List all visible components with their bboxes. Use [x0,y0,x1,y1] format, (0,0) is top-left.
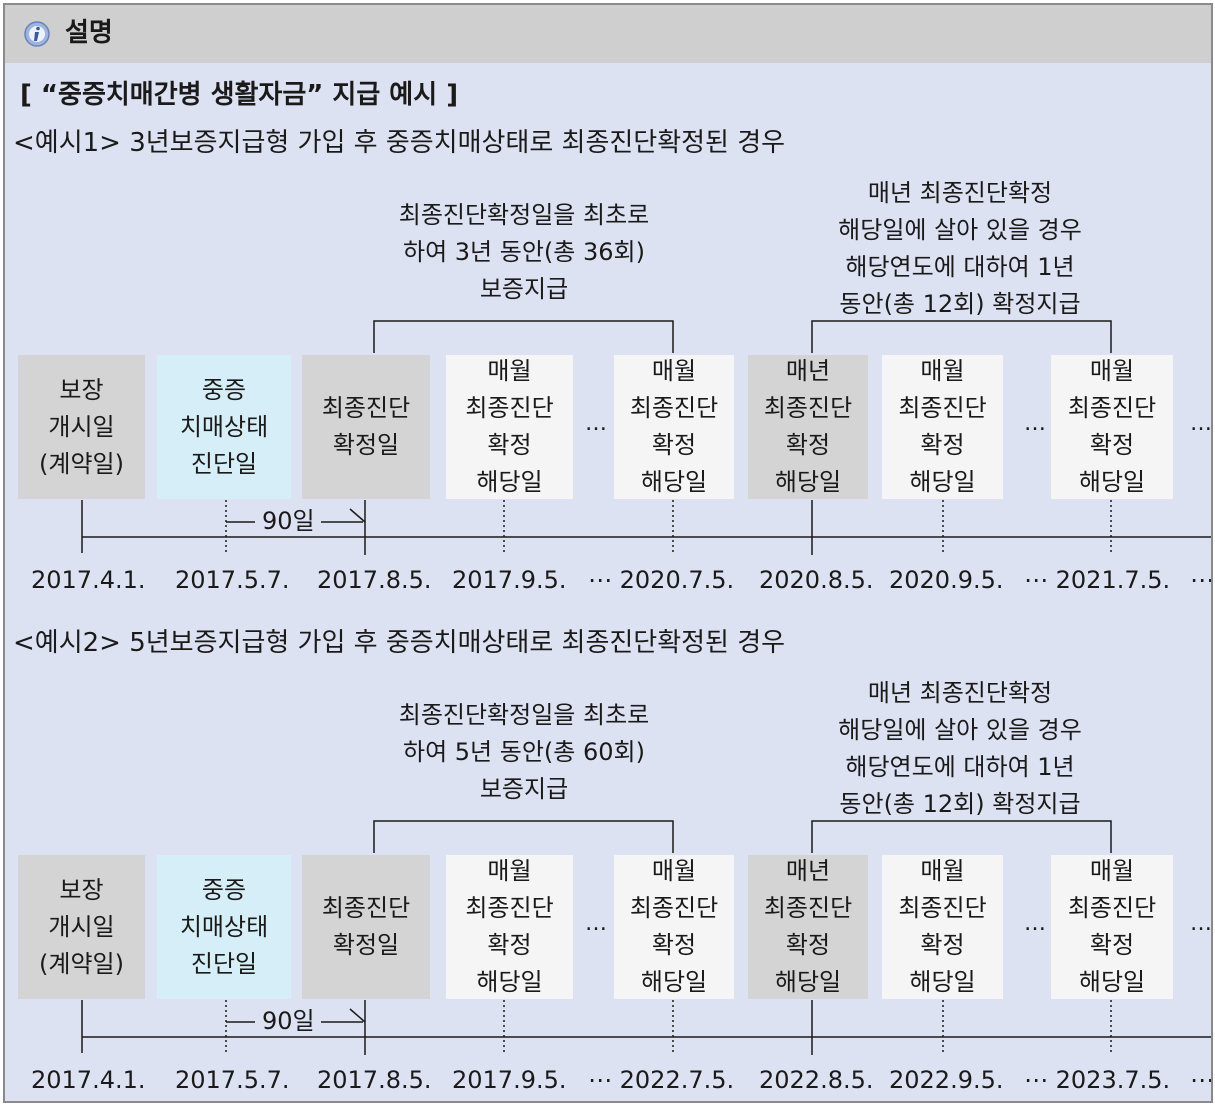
date-label: 2017.5.7. [175,566,290,594]
dementia-diagnosis-box: 중증 치매상태 진단일 [157,355,291,499]
date-label: ⋯ 2021.7.5. [1024,566,1171,594]
ellipsis: … [1024,911,1046,936]
date-label: ⋯ 2020.7.5. [588,566,735,594]
ellipsis: … [1190,911,1212,936]
monthly-date-box: 매월 최종진단 확정 해당일 [614,355,734,499]
date-label: 2017.5.7. [175,1066,290,1094]
date-label: 2020.8.5. [759,566,874,594]
date-label: ⋯ [1190,566,1213,594]
final-diagnosis-box: 최종진단 확정일 [302,355,430,499]
monthly-date-box: 매월 최종진단 확정 해당일 [1051,355,1173,499]
coverage-start-box: 보장 개시일 (계약일) [18,855,145,999]
monthly-date-box: 매월 최종진단 확정 해당일 [614,855,734,999]
monthly-date-box: 매월 최종진단 확정 해당일 [1051,855,1173,999]
date-label: ⋯ 2023.7.5. [1024,1066,1171,1094]
ellipsis: … [585,911,607,936]
date-label: 2022.8.5. [759,1066,874,1094]
note-guarantee: 최종진단확정일을 최초로 하여 5년 동안(총 60회) 보증지급 [398,701,650,803]
gap-label: 90일 [262,1007,315,1035]
panel-title: 설명 [65,18,113,48]
date-label: 2017.4.1. [31,566,146,594]
explanation-panel: 설명 [ “중증치매간병 생활자금” 지급 예시 ] <예시1> 3년보증지급형… [3,3,1213,1103]
section-heading: [ “중증치매간병 생활자금” 지급 예시 ] [20,80,459,110]
date-label: 2017.9.5. [452,1066,567,1094]
example-2-title: <예시2> 5년보증지급형 가입 후 중증치매상태로 최종진단확정된 경우 [13,628,786,658]
monthly-date-box: 매월 최종진단 확정 해당일 [882,355,1003,499]
final-diagnosis-box: 최종진단 확정일 [302,855,430,999]
date-label: ⋯ 2022.7.5. [588,1066,735,1094]
info-icon [24,21,50,47]
coverage-start-box: 보장 개시일 (계약일) [18,355,145,499]
monthly-date-box: 매월 최종진단 확정 해당일 [446,855,573,999]
date-label: 2022.9.5. [889,1066,1004,1094]
example-1-timeline: 최종진단확정일을 최초로 하여 3년 동안(총 36회) 보증지급 매년 최종진… [5,165,1212,594]
ellipsis: … [585,411,607,436]
gap-label: 90일 [262,507,315,535]
monthly-date-box: 매월 최종진단 확정 해당일 [882,855,1003,999]
date-label: 2017.8.5. [317,566,432,594]
annual-date-box: 매년 최종진단 확정 해당일 [748,855,868,999]
ellipsis: … [1190,411,1212,436]
timeline-lines [81,820,1211,1055]
date-label: 2017.9.5. [452,566,567,594]
note-annual: 매년 최종진단확정 해당일에 살아 있을 경우 해당연도에 대하여 1년 동안(… [838,179,1082,318]
example-2-timeline: 최종진단확정일을 최초로 하여 5년 동안(총 60회) 보증지급 매년 최종진… [5,665,1212,1094]
date-label: ⋯ [1190,1066,1213,1094]
monthly-date-box: 매월 최종진단 확정 해당일 [446,355,573,499]
example-1-title: <예시1> 3년보증지급형 가입 후 중증치매상태로 최종진단확정된 경우 [13,128,786,158]
annual-date-box: 매년 최종진단 확정 해당일 [748,355,868,499]
timeline-lines [81,320,1211,555]
dementia-diagnosis-box: 중증 치매상태 진단일 [157,855,291,999]
note-annual: 매년 최종진단확정 해당일에 살아 있을 경우 해당연도에 대하여 1년 동안(… [838,679,1082,818]
note-guarantee: 최종진단확정일을 최초로 하여 3년 동안(총 36회) 보증지급 [398,201,650,303]
ellipsis: … [1024,411,1046,436]
date-label: 2017.8.5. [317,1066,432,1094]
date-label: 2020.9.5. [889,566,1004,594]
panel-header: 설명 [5,5,1211,63]
date-label: 2017.4.1. [31,1066,146,1094]
